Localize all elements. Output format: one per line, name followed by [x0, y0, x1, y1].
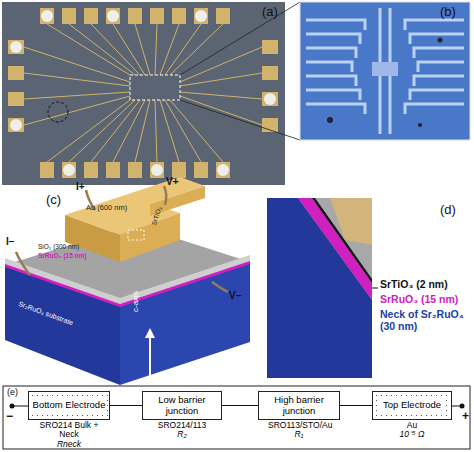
panel-letter: (d) — [440, 203, 456, 217]
block-title: Low barrier junction — [143, 395, 221, 416]
terminal-name: I− — [6, 236, 15, 247]
block-title: Bottom Electrode — [31, 400, 108, 410]
layer-name: SrTiO₃ (2 nm) — [380, 279, 448, 291]
block-title: Top Electrode — [381, 400, 443, 410]
panel-letter: (a) — [262, 5, 278, 19]
series-wire — [340, 405, 372, 406]
series-wire — [110, 405, 142, 406]
circuit-block: Bottom ElectrodeSRO214 Bulk + NeckRneck — [28, 391, 110, 449]
terminal-sign: + — [462, 410, 469, 423]
layer-name: Neck of Sr₂RuO₄ (30 nm) — [380, 309, 472, 332]
block-frame: Bottom Electrode — [28, 391, 110, 420]
layer-name: SrRuO₃ (15 nm) — [380, 294, 458, 306]
panel-letter: (b) — [440, 5, 456, 19]
layer-name: SrRuO₃ (15 nm) — [38, 252, 87, 259]
zoom-photo — [300, 2, 470, 140]
terminal-name: V− — [229, 290, 242, 301]
circuit-block: Top ElectrodeAu10⁻⁵ Ω — [372, 391, 452, 440]
device-schematic — [5, 177, 250, 385]
interface-zoom — [267, 198, 378, 378]
material-name: SRO113/STO/Au — [268, 421, 330, 430]
series-wire — [222, 405, 258, 406]
material-name: SRO214 Bulk + Neck — [38, 421, 100, 440]
block-frame: High barrier junction — [258, 391, 340, 420]
resistance-value: Rneck — [57, 440, 81, 449]
terminal-name: I+ — [76, 181, 85, 192]
block-frame: Top Electrode — [372, 391, 452, 420]
resistance-value: 10⁻⁵ Ω — [400, 430, 425, 439]
block-frame: Low barrier junction — [142, 391, 222, 420]
panel-letter: (e) — [7, 388, 18, 398]
circuit-block: High barrier junctionSRO113/STO/AuR₁ — [258, 391, 340, 440]
axis-name: c-axis — [132, 291, 141, 312]
layer-name: SiO₂ (300 nm) — [38, 243, 79, 250]
material-name: Au — [407, 421, 417, 430]
layer-name: Au (600 nm) — [86, 204, 127, 212]
circuit-frame — [3, 386, 470, 449]
block-title: High barrier junction — [259, 395, 339, 416]
device-photo — [2, 2, 300, 185]
resistance-value: R₂ — [177, 430, 186, 439]
material-name: SRO214/113 — [158, 421, 207, 430]
panel-letter: (c) — [46, 193, 61, 207]
terminal-name: V+ — [166, 176, 179, 187]
terminal-sign: − — [6, 410, 13, 423]
circuit-block: Low barrier junctionSRO214/113R₂ — [142, 391, 222, 440]
resistance-value: R₁ — [295, 430, 304, 439]
